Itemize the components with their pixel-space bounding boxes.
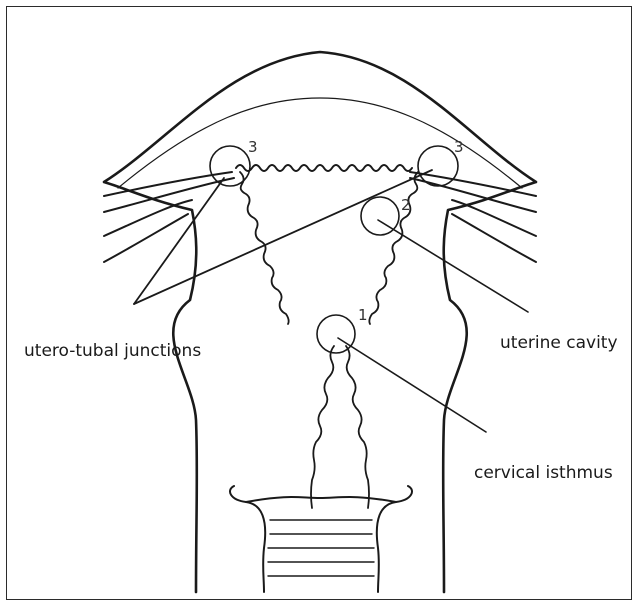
- junction-circle-right: [418, 146, 458, 186]
- marker-2: 2: [401, 196, 411, 214]
- cervix-lip: [246, 497, 396, 502]
- right-tube-line-4: [452, 214, 536, 262]
- cervical-canal-left: [311, 346, 334, 508]
- marker-3-right: 3: [454, 138, 464, 156]
- right-tube-line-3: [452, 200, 536, 236]
- uterus-outer-outline: [104, 52, 536, 592]
- cavity-top-border: [236, 165, 412, 171]
- cavity-left-wall: [240, 172, 289, 324]
- label-utero-tubal-junctions: utero-tubal junctions: [24, 341, 201, 361]
- leader-utero-tubal-right: [134, 170, 432, 304]
- junction-circle-left: [210, 146, 250, 186]
- leader-uterine-cavity: [378, 220, 528, 312]
- marker-3-left: 3: [248, 138, 258, 156]
- cervical-canal-right: [346, 346, 369, 508]
- isthmus-circle: [317, 315, 355, 353]
- label-cervical-isthmus: cervical isthmus: [474, 463, 613, 483]
- label-uterine-cavity: uterine cavity: [500, 333, 618, 353]
- left-tube-line-4: [104, 214, 188, 262]
- vaginal-rugae: [268, 520, 374, 576]
- marker-1: 1: [358, 306, 368, 324]
